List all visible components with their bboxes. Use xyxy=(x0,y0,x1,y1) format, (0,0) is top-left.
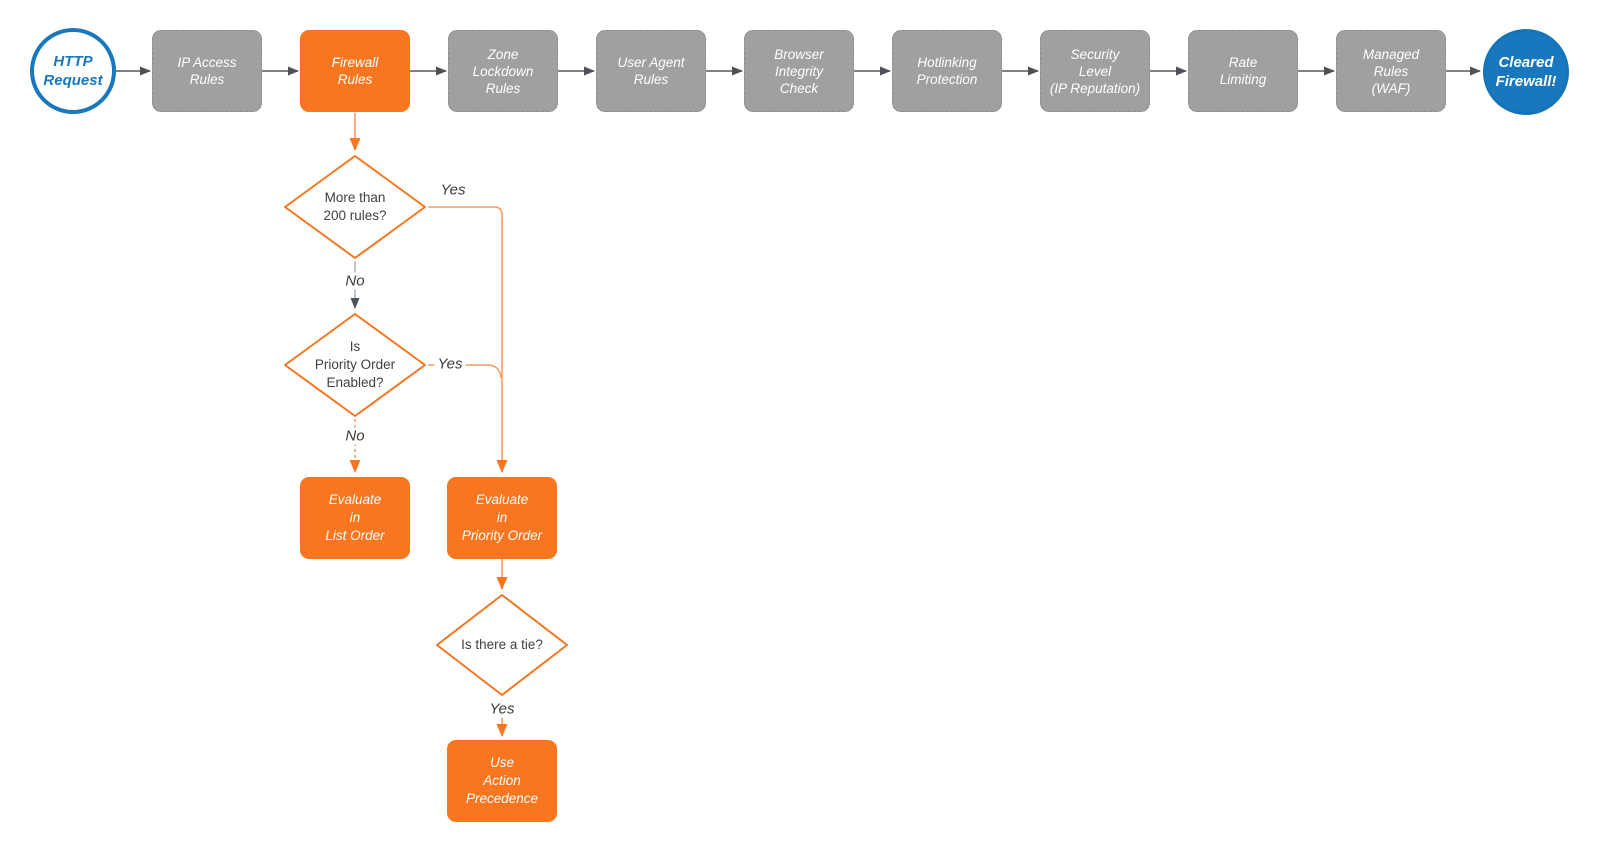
node-security-level-label: Security Level (IP Reputation) xyxy=(1049,46,1141,96)
node-cleared-firewall: Cleared Firewall! xyxy=(1483,29,1569,115)
node-rate-limiting-label: Rate Limiting xyxy=(1219,55,1267,87)
decision-is-there-a-tie: Is there a tie? xyxy=(435,593,569,697)
node-evaluate-in-list-order: Evaluate in List Order xyxy=(300,477,410,559)
node-user-agent-rules-label: User Agent Rules xyxy=(617,55,685,87)
decision-more-than-200-rules: More than 200 rules? xyxy=(283,154,427,260)
node-user-agent-rules: User Agent Rules xyxy=(596,30,706,112)
node-cleared-firewall-label: Cleared Firewall! xyxy=(1495,54,1557,90)
node-managed-rules-waf-label: Managed Rules (WAF) xyxy=(1362,46,1420,96)
edge-label-d1-no: No xyxy=(342,272,368,290)
node-ip-access-rules-label: IP Access Rules xyxy=(177,55,237,87)
node-firewall-rules: Firewall Rules xyxy=(300,30,410,112)
edge-label-d2-yes: Yes xyxy=(434,355,466,373)
edge-label-d2-no: No xyxy=(342,427,368,445)
node-browser-integrity-check-label: Browser Integrity Check xyxy=(774,46,824,96)
line-d1-yes xyxy=(428,206,508,473)
node-rate-limiting: Rate Limiting xyxy=(1188,30,1298,112)
diamond-shape xyxy=(436,594,568,696)
edge-label-d3-yes: Yes xyxy=(486,700,518,718)
node-hotlinking-protection-label: Hotlinking Protection xyxy=(916,55,978,87)
edge-label-d1-yes: Yes xyxy=(437,181,469,199)
node-security-level: Security Level (IP Reputation) xyxy=(1040,30,1150,112)
node-http-request-label: HTTP Request xyxy=(43,53,103,89)
node-zone-lockdown-rules: Zone Lockdown Rules xyxy=(448,30,558,112)
diamond-shape xyxy=(284,155,426,259)
node-managed-rules-waf: Managed Rules (WAF) xyxy=(1336,30,1446,112)
node-hotlinking-protection: Hotlinking Protection xyxy=(892,30,1002,112)
node-evaluate-in-priority-order-label: Evaluate in Priority Order xyxy=(461,492,543,543)
decision-priority-order-enabled-question: Is Priority Order Enabled? xyxy=(314,339,396,390)
node-browser-integrity-check: Browser Integrity Check xyxy=(744,30,854,112)
node-firewall-rules-label: Firewall Rules xyxy=(331,55,379,87)
node-use-action-precedence-label: Use Action Precedence xyxy=(465,755,539,806)
node-http-request: HTTP Request xyxy=(30,28,116,114)
node-zone-lockdown-rules-label: Zone Lockdown Rules xyxy=(472,46,534,96)
decision-is-there-a-tie-question: Is there a tie? xyxy=(461,637,543,652)
node-evaluate-in-priority-order: Evaluate in Priority Order xyxy=(447,477,557,559)
node-ip-access-rules: IP Access Rules xyxy=(152,30,262,112)
node-evaluate-in-list-order-label: Evaluate in List Order xyxy=(325,492,385,543)
decision-priority-order-enabled: Is Priority Order Enabled? xyxy=(283,312,427,418)
node-use-action-precedence: Use Action Precedence xyxy=(447,740,557,822)
decision-more-than-200-rules-question: More than 200 rules? xyxy=(323,190,387,223)
diamond-shape xyxy=(284,313,426,417)
